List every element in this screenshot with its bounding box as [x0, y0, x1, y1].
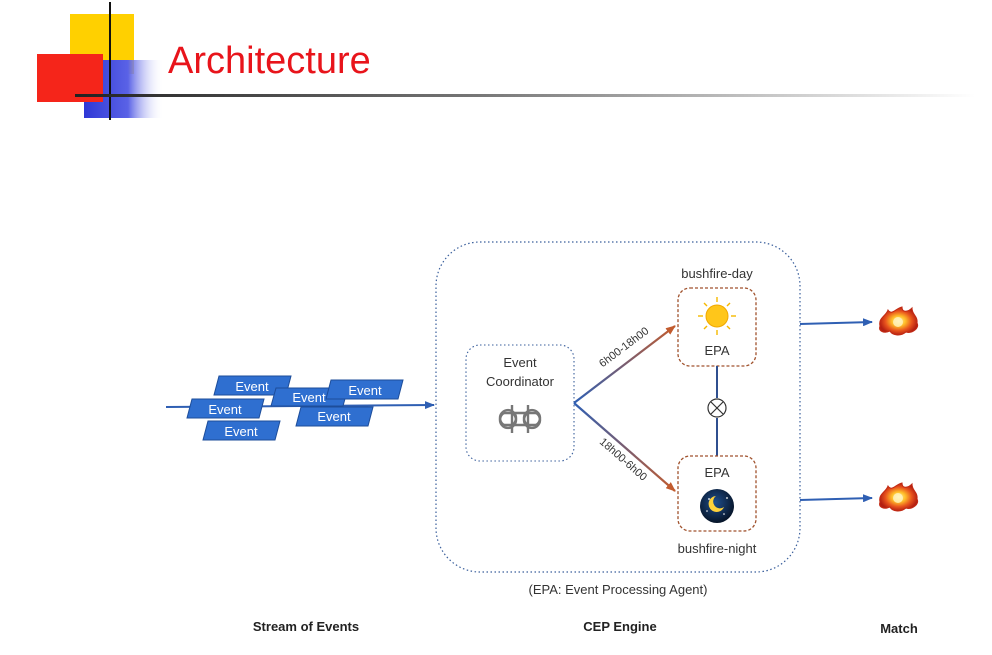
- fire-icon: [879, 482, 919, 512]
- moon-night-icon: [700, 489, 734, 523]
- event-coordinator: Event Coordinator: [465, 344, 575, 462]
- sun-icon: [698, 297, 736, 335]
- stream-label: Stream of Events: [253, 619, 359, 634]
- fire-icon: [879, 306, 919, 336]
- event-label: Event: [235, 379, 269, 394]
- event-coordinator-label-line1: Event: [503, 355, 537, 370]
- event-shape: Event: [295, 406, 374, 427]
- day-match-arrow: [799, 318, 873, 327]
- night-agent-label: EPA: [704, 465, 729, 480]
- event-label: Event: [317, 409, 351, 424]
- event-label: Event: [224, 424, 258, 439]
- match-label: Match: [880, 621, 918, 636]
- epa-note: (EPA: Event Processing Agent): [529, 582, 708, 597]
- event-shape: Event: [186, 398, 265, 419]
- event-coordinator-label-line2: Coordinator: [486, 374, 555, 389]
- title-decoration: [37, 2, 975, 120]
- event-label: Event: [348, 383, 382, 398]
- night-match-arrow: [799, 494, 873, 503]
- night-agent: EPA: [677, 455, 757, 532]
- day-time-range: 6h00-18h00: [597, 325, 651, 370]
- event-coordinator-box: [465, 344, 575, 462]
- cep-engine-container: [435, 241, 801, 573]
- night-route-arrow: [573, 402, 676, 492]
- event-shape: Event: [202, 420, 281, 441]
- command-icon: [498, 405, 542, 433]
- event-stream: Event Event Event Event Event Event: [165, 375, 435, 441]
- engine-label: CEP Engine: [583, 619, 656, 634]
- night-time-range: 18h00-6h00: [597, 436, 649, 484]
- day-agent: EPA: [677, 287, 757, 367]
- event-shape: Event: [325, 379, 404, 400]
- night-agent-title: bushfire-night: [678, 541, 757, 556]
- night-agent-box: [677, 455, 757, 532]
- slide-title: Architecture: [168, 40, 371, 82]
- event-label: Event: [292, 390, 326, 405]
- event-label: Event: [208, 402, 242, 417]
- day-route-arrow: [573, 325, 676, 404]
- day-agent-label: EPA: [704, 343, 729, 358]
- xor-circle-icon: [707, 398, 727, 418]
- title-underline: [75, 94, 975, 97]
- day-agent-title: bushfire-day: [681, 266, 753, 281]
